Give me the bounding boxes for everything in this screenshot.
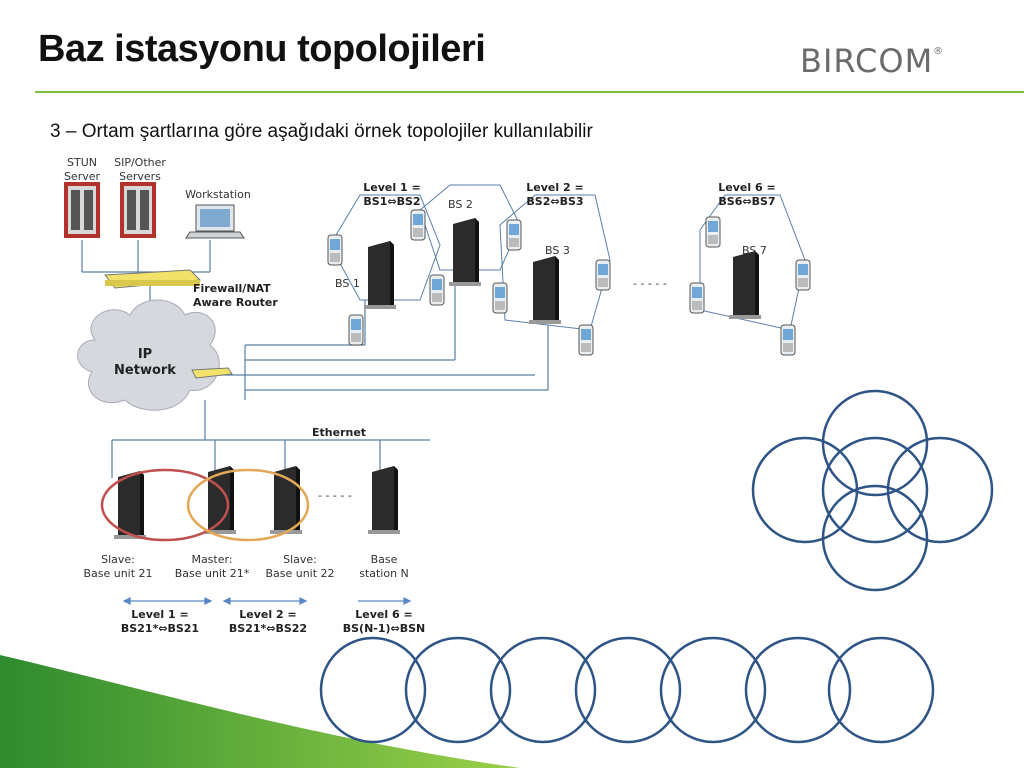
- sip-server: [120, 182, 156, 238]
- bircom-logo: BIRCOM®: [800, 42, 944, 80]
- firewall-label-1: Firewall/NAT: [193, 282, 271, 295]
- master21-label-2: Base unit 21*: [175, 567, 250, 580]
- firewall-label-2: Aware Router: [193, 296, 278, 309]
- workstation-icon: [185, 204, 245, 239]
- slave22-label-2: Base unit 22: [265, 567, 334, 580]
- firewall-router-icon: [104, 269, 202, 289]
- slave21-label-2: Base unit 21: [83, 567, 152, 580]
- level1-top-label-1: Level 1 =: [363, 181, 420, 194]
- logo-registered-mark: ®: [933, 46, 945, 57]
- green-swoosh: [0, 655, 520, 768]
- basen-unit: [368, 466, 400, 534]
- level6-bottom-label-1: Level 6 =: [355, 608, 412, 621]
- ip-network-label-2: Network: [114, 363, 176, 378]
- level-arrows: [122, 597, 412, 605]
- slide-title: Baz istasyonu topolojileri: [38, 28, 486, 70]
- master21-label-1: Master:: [191, 553, 232, 566]
- level1-red-ellipse: [100, 468, 230, 542]
- level6-top-label-1: Level 6 =: [718, 181, 775, 194]
- ip-network-label-1: IP: [138, 347, 152, 362]
- level6-top-label-2: BS6⇔BS7: [718, 195, 775, 208]
- sip-label-1: SIP/Other: [114, 156, 166, 169]
- title-divider: [35, 91, 1024, 93]
- basen-label-1: Base: [371, 553, 398, 566]
- overlap-circles-chain: [319, 636, 935, 744]
- sip-label-2: Servers: [119, 170, 161, 183]
- stun-label-2: Server: [64, 170, 101, 183]
- level6-bottom-label-2: BS(N-1)⇔BSN: [343, 622, 426, 635]
- slave22-label-1: Slave:: [283, 553, 317, 566]
- network-switch-icon: [191, 367, 233, 379]
- bs1-label: BS 1: [335, 277, 360, 290]
- ethernet-label: Ethernet: [312, 426, 366, 439]
- level2-bottom-label-1: Level 2 =: [239, 608, 296, 621]
- bs7-label: BS 7: [742, 244, 767, 257]
- level2-top-label-1: Level 2 =: [526, 181, 583, 194]
- level2-bottom-label-2: BS21*⇔BS22: [229, 622, 307, 635]
- level2-top-label-2: BS2⇔BS3: [526, 195, 583, 208]
- bs1-unit: [364, 241, 396, 309]
- basen-label-2: station N: [359, 567, 409, 580]
- slide-subtitle: 3 – Ortam şartlarına göre aşağıdaki örne…: [50, 121, 593, 142]
- workstation-label: Workstation: [185, 188, 251, 201]
- top-dashes: - - - - -: [633, 277, 667, 290]
- stun-server: [64, 182, 100, 238]
- stun-label-1: STUN: [67, 156, 97, 169]
- level1-bottom-label-2: BS21*⇔BS21: [121, 622, 199, 635]
- overlap-circles-cluster: [751, 389, 994, 592]
- level2-orange-ellipse: [186, 468, 310, 542]
- bs7-unit: [729, 251, 761, 319]
- bs3-label: BS 3: [545, 244, 570, 257]
- bs2-label: BS 2: [448, 198, 473, 211]
- bs3-unit: [529, 256, 561, 324]
- level1-bottom-label-1: Level 1 =: [131, 608, 188, 621]
- level1-top-label-2: BS1⇔BS2: [363, 195, 420, 208]
- slave21-label-1: Slave:: [101, 553, 135, 566]
- logo-text: BIRCOM: [800, 42, 934, 80]
- bottom-dashes: - - - - -: [318, 489, 352, 502]
- bs2-unit: [449, 218, 481, 286]
